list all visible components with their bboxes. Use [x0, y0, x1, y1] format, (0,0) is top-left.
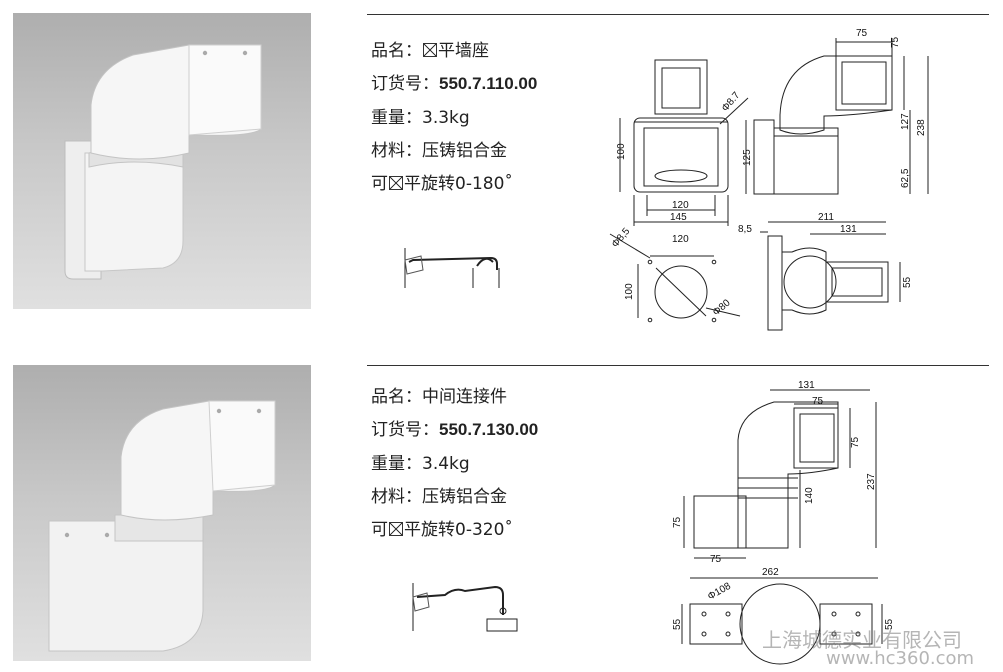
order-label: 订货号： — [371, 420, 439, 440]
dim-label: 8,5 — [738, 224, 752, 235]
dim-label: 75 — [672, 516, 683, 528]
name-label: 品名： — [371, 387, 422, 407]
product-photo-1 — [13, 13, 311, 309]
weight-label: 重量： — [371, 108, 422, 128]
material-row: 材料：压铸铝合金 — [371, 482, 507, 507]
rotation-suffix: 平旋转0-180˚ — [404, 174, 513, 194]
watermark-url: www.hc360.com — [826, 648, 975, 669]
dim-label: 238 — [916, 119, 927, 136]
dim-label: Φ108 — [706, 581, 733, 603]
order-value: 550.7.110.00 — [439, 74, 538, 93]
dim-label: 140 — [804, 487, 815, 504]
material-value: 压铸铝合金 — [422, 487, 507, 507]
dim-label: Φ80 — [711, 297, 733, 318]
dim-label: 75 — [856, 28, 868, 39]
weight-row: 重量：3.4kg — [371, 449, 470, 474]
material-label: 材料： — [371, 141, 422, 161]
dim-label: Φ8,5 — [610, 226, 633, 250]
connector-render — [48, 400, 276, 652]
material-label: 材料： — [371, 487, 422, 507]
product-photo-2 — [13, 365, 311, 661]
name-label: 品名： — [371, 41, 422, 61]
weight-value: 3.4kg — [422, 454, 470, 474]
dim-label: 120 — [672, 200, 689, 211]
dim-label: 211 — [818, 212, 834, 223]
dim-label: 55 — [902, 276, 913, 288]
missing-glyph-icon — [389, 522, 403, 536]
order-number-row: 订货号：550.7.130.00 — [371, 415, 538, 440]
product-name-row: 品名： 平墙座 — [371, 36, 489, 61]
dim-label: 127 — [900, 113, 911, 130]
missing-glyph-icon — [389, 176, 403, 190]
rotation-prefix: 可 — [371, 174, 388, 194]
name-prefix: 中间连接件 — [422, 387, 507, 407]
weight-row: 重量：3.3kg — [371, 103, 470, 128]
rotation-row: 可平旋转0-320˚ — [371, 515, 513, 540]
dim-label: 125 — [742, 149, 753, 166]
watermark-company: 上海城德实业有限公司 — [762, 628, 962, 652]
rotation-row: 可平旋转0-180˚ — [371, 169, 513, 194]
dim-label: 145 — [670, 212, 687, 223]
weight-value: 3.3kg — [422, 108, 470, 128]
usage-sketch-2 — [412, 583, 518, 632]
product-name-row: 品名：中间连接件 — [371, 382, 507, 407]
weight-label: 重量： — [371, 454, 422, 474]
dim-label: 75 — [812, 396, 824, 407]
order-value: 550.7.130.00 — [439, 420, 539, 439]
dim-label: 62,5 — [900, 168, 911, 188]
dim-label: 120 — [672, 234, 689, 245]
rotation-suffix: 平旋转0-320˚ — [404, 520, 513, 540]
dim-label: 131 — [840, 224, 857, 235]
dim-label: 75 — [890, 36, 901, 48]
order-number-row: 订货号：550.7.110.00 — [371, 69, 537, 94]
dim-label: Φ8.7 — [720, 90, 743, 114]
dim-label: 75 — [850, 436, 861, 448]
dim-label: 131 — [798, 380, 815, 391]
wall-mount-render — [64, 44, 262, 280]
dim-label: 237 — [866, 473, 877, 490]
dim-label: 262 — [762, 567, 779, 578]
material-value: 压铸铝合金 — [422, 141, 507, 161]
technical-drawing-2: 131 75 75 237 140 75 75 262 Φ108 55 55 — [672, 380, 895, 665]
order-label: 订货号： — [371, 74, 439, 94]
dim-label: 100 — [624, 283, 635, 300]
missing-glyph-icon — [423, 43, 437, 57]
dim-label: 55 — [884, 618, 895, 630]
name-suffix: 平墙座 — [438, 41, 489, 61]
material-row: 材料：压铸铝合金 — [371, 136, 507, 161]
rotation-prefix: 可 — [371, 520, 388, 540]
dim-label: 75 — [710, 554, 722, 565]
section-divider-2 — [367, 365, 989, 366]
usage-sketch-1 — [404, 248, 500, 288]
dim-label: 55 — [672, 618, 683, 630]
technical-drawing-1: 75 75 Φ8.7 127 238 100 125 62,5 120 145 … — [609, 28, 929, 331]
dim-label: 100 — [616, 143, 627, 160]
section-divider-1 — [367, 14, 989, 15]
